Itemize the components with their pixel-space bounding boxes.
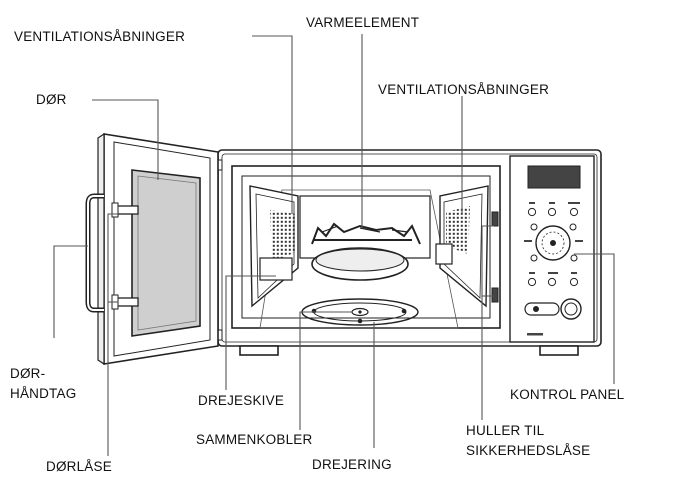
door-window (131, 169, 201, 337)
vent-right-grille (446, 206, 470, 254)
label-vent-left: VENTILATIONSÅBNINGER (14, 29, 185, 44)
start-button (560, 298, 582, 320)
turntable-plate (311, 247, 409, 281)
label-safety-holes-line2: SIKKERHEDSLÅSE (466, 443, 590, 458)
safety-interlock-hole-bottom (491, 287, 499, 303)
label-door-handle-line1: DØR- (10, 366, 45, 381)
label-coupler: SAMMENKOBLER (196, 432, 312, 447)
vent-left-grille (270, 210, 296, 262)
control-panel (509, 155, 595, 343)
label-door: DØR (36, 92, 67, 107)
leader-turntable (225, 275, 276, 390)
leader-door-handle (53, 245, 88, 338)
safety-interlock-hole-top (491, 211, 499, 227)
label-turntable: DREJESKIVE (198, 393, 284, 408)
waveguide-cover-left (259, 257, 293, 281)
display-window (527, 165, 581, 189)
leader-door-latch (107, 213, 118, 456)
coupler (351, 307, 369, 317)
leader-safety-holes (481, 225, 494, 420)
waveguide-cover-right (435, 243, 453, 265)
labels: VENTILATIONSÅBNINGER VARMEELEMENT DØR VE… (10, 15, 625, 474)
label-control-panel: KONTROL PANEL (510, 387, 625, 402)
heating-element (311, 222, 421, 245)
label-vent-right: VENTILATIONSÅBNINGER (378, 82, 549, 97)
label-door-latch: DØRLÅSE (46, 459, 112, 474)
door-latch-bottom (115, 297, 139, 307)
label-door-handle-line2: HÅNDTAG (10, 386, 76, 401)
leader-lines (53, 34, 615, 456)
door-latch-top (115, 205, 139, 215)
oven-door (97, 132, 219, 366)
leader-coupler (299, 311, 352, 430)
leader-vent-left (252, 35, 293, 214)
label-heating-element: VARMEELEMENT (306, 15, 419, 30)
leader-control-panel (574, 253, 615, 384)
label-safety-holes-line1: HULLER TIL (466, 423, 545, 438)
leader-door (92, 99, 159, 180)
label-turntable-ring: DREJERING (312, 457, 392, 472)
